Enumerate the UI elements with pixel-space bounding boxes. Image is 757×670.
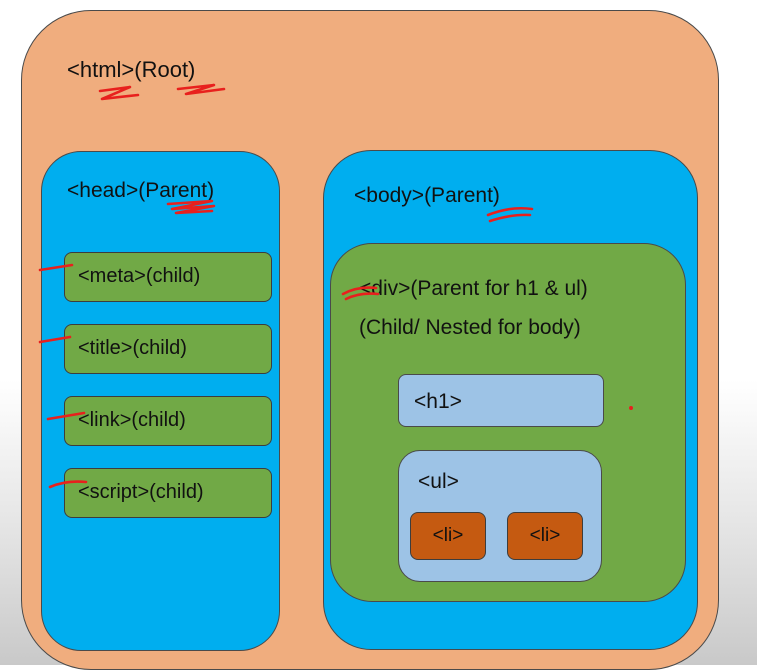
script-child-box: <script>(child)	[64, 468, 272, 518]
div-label-line2: (Child/ Nested for body)	[359, 316, 581, 339]
head-parent-label: <head>(Parent)	[67, 179, 215, 202]
ul-label: <ul>	[418, 470, 459, 493]
title-child-label: <title>(child)	[78, 337, 187, 359]
title-child-box: <title>(child)	[64, 324, 272, 374]
script-child-label: <script>(child)	[78, 481, 204, 503]
link-child-label: <link>(child)	[78, 409, 186, 431]
li-label-1: <li>	[432, 525, 464, 546]
body-parent-label: <body>(Parent)	[354, 184, 500, 207]
h1-label: <h1>	[414, 390, 462, 413]
meta-child-box: <meta>(child)	[64, 252, 272, 302]
li-label-2: <li>	[529, 525, 561, 546]
html-root-label: <html>(Root)	[67, 57, 196, 82]
li-box-1: <li>	[410, 512, 486, 560]
h1-box	[398, 374, 604, 427]
meta-child-label: <meta>(child)	[78, 265, 201, 287]
link-child-box: <link>(child)	[64, 396, 272, 446]
div-label-line1: <div>(Parent for h1 & ul)	[359, 277, 588, 300]
li-box-2: <li>	[507, 512, 583, 560]
